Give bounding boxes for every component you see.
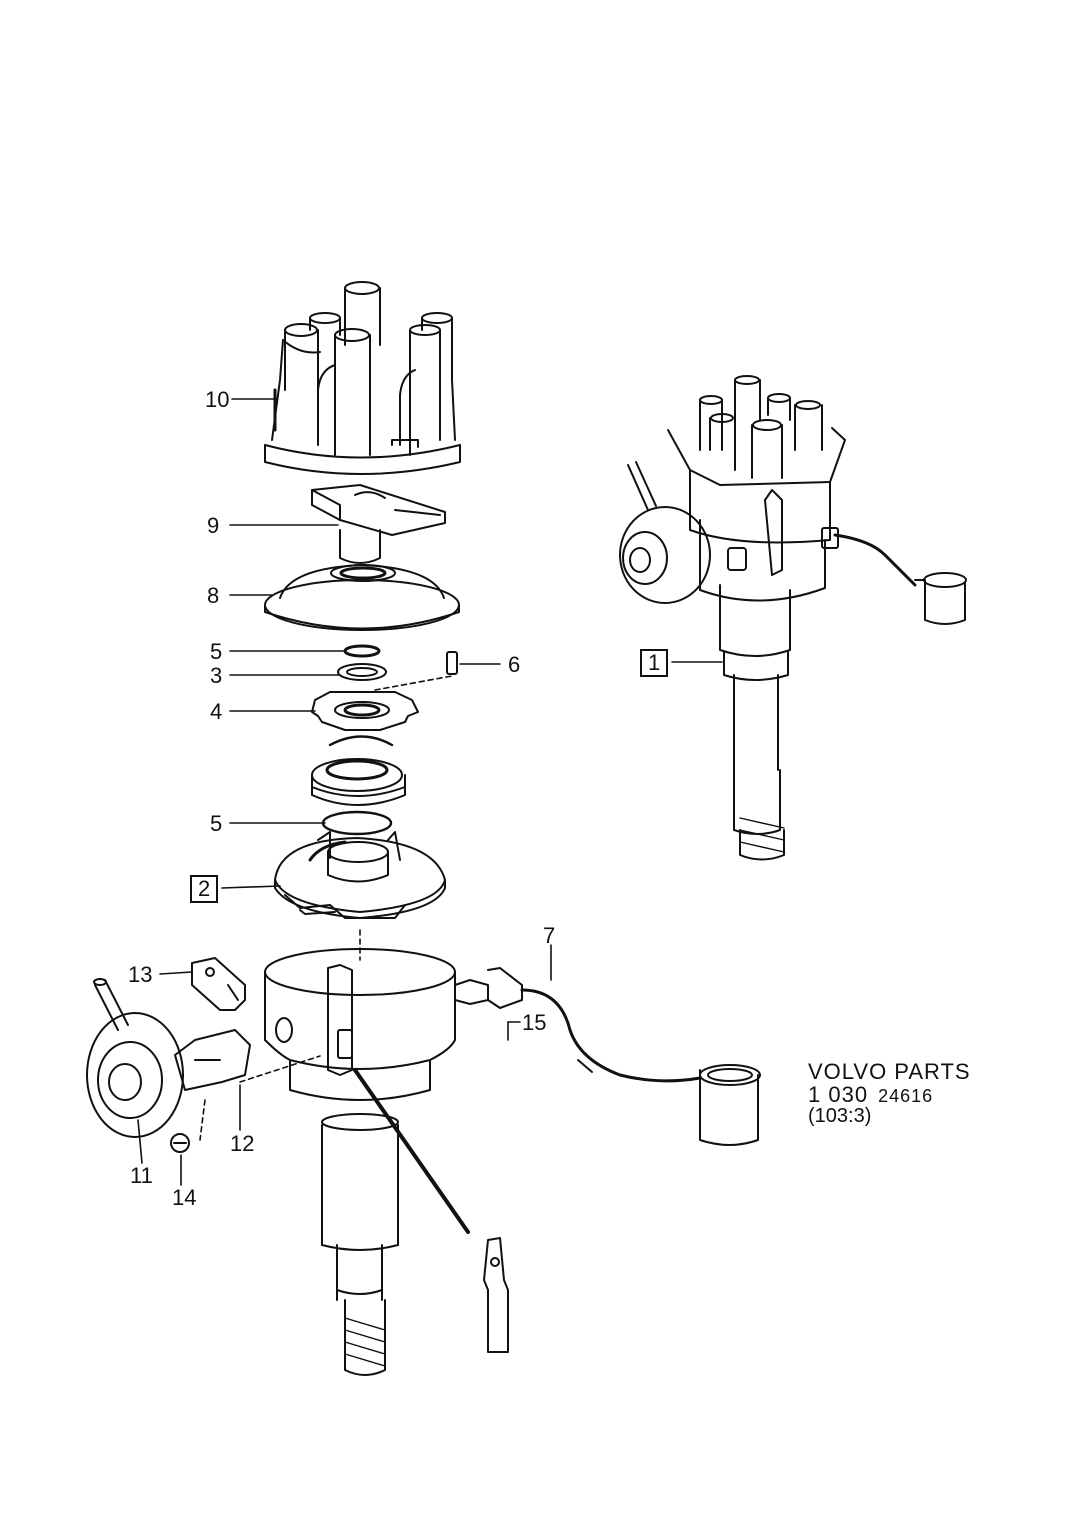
rotor	[311, 484, 446, 564]
weight-plate	[311, 691, 419, 747]
catalog-code-small: 24616	[878, 1086, 934, 1107]
callout-15: 15	[522, 1010, 547, 1035]
catalog-code-main: 1 030	[808, 1082, 869, 1108]
callout-5-upper: 5	[210, 639, 223, 664]
assembly-dashes	[199, 675, 453, 1141]
callout-6: 6	[508, 652, 521, 677]
vacuum-unit	[86, 978, 251, 1138]
ring-lower	[321, 810, 393, 836]
brand-label: VOLVO PARTS	[808, 1059, 971, 1084]
assembled-distributor	[619, 375, 967, 861]
callout-12: 12	[230, 1131, 255, 1156]
callout-3: 3	[210, 663, 223, 688]
callout-11: 11	[130, 1163, 153, 1188]
washer-3	[337, 663, 387, 681]
parts-reference: VOLVO PARTS 1 030 24616 (103:3)	[808, 1060, 971, 1127]
callout-14: 14	[172, 1185, 197, 1210]
circlip-upper	[343, 644, 381, 658]
screw-14	[170, 1133, 190, 1153]
key-15	[353, 1068, 509, 1353]
callout-7: 7	[543, 923, 556, 948]
callout-9: 9	[207, 513, 220, 538]
distributor-housing	[264, 948, 523, 1376]
catalog-code: 1 030 24616	[808, 1083, 971, 1106]
clip-13	[191, 957, 246, 1011]
callout-4: 4	[210, 699, 223, 724]
callout-10: 10	[205, 387, 230, 412]
cable-7	[520, 988, 761, 1146]
callout-2-boxed: 2	[190, 875, 219, 903]
page-reference: (103:3)	[808, 1105, 872, 1128]
pin-6	[446, 651, 458, 675]
dust-cover	[264, 564, 460, 631]
bearing-assembly	[311, 758, 406, 806]
leader-lines	[137, 398, 723, 1186]
callout-8: 8	[207, 583, 220, 608]
breaker-plate	[274, 831, 446, 919]
distributor-cap	[264, 281, 461, 475]
callout-1-boxed: 1	[640, 649, 669, 677]
callout-13: 13	[128, 962, 153, 987]
callout-5-lower: 5	[210, 811, 223, 836]
